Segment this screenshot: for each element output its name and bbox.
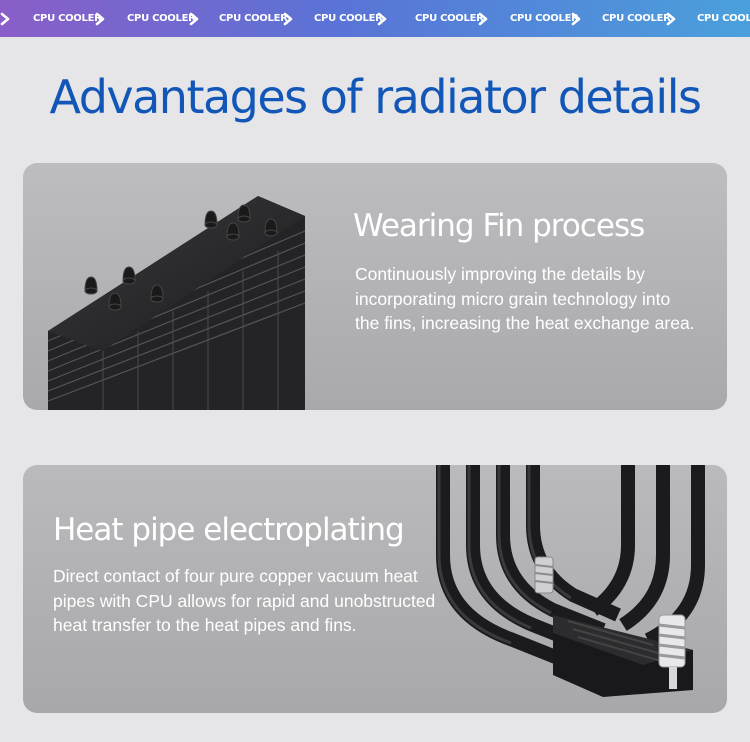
section-heading: Wearing Fin process <box>353 208 645 244</box>
spring-screw-icon <box>658 614 686 689</box>
chevron-right-icon <box>476 12 490 26</box>
feature-card-fin-process: Wearing Fin process Continuously improvi… <box>23 163 727 410</box>
banner-item: CPU COOLER <box>510 13 579 24</box>
banner-item: CPU COOLER <box>127 13 196 24</box>
chevron-right-icon <box>0 12 12 26</box>
banner-item: CPU COOLER <box>33 13 102 24</box>
section-description: Continuously improving the details by in… <box>355 264 695 333</box>
banner-item: CPU COOLER <box>697 13 750 24</box>
chevron-right-icon <box>93 12 107 26</box>
chevron-right-icon <box>375 12 389 26</box>
page-title: Advantages of radiator details <box>49 70 702 124</box>
section-heading: Heat pipe electroplating <box>53 512 405 548</box>
banner-item: CPU COOLER <box>314 13 383 24</box>
chevron-right-icon <box>569 12 583 26</box>
banner-item: CPU COOLER <box>415 13 484 24</box>
heat-pipes-base-image <box>436 465 705 697</box>
feature-card-heat-pipe: Heat pipe electroplating Direct contact … <box>23 465 727 713</box>
chevron-right-icon <box>281 12 295 26</box>
section-description: Direct contact of four pure copper vacuu… <box>53 566 436 635</box>
banner-item: CPU COOLER <box>602 13 671 24</box>
chevron-right-icon <box>664 12 678 26</box>
heatsink-fin-stack-image <box>47 196 306 410</box>
banner-item: CPU COOLER <box>219 13 288 24</box>
top-banner: CPU COOLER CPU COOLER CPU COOLER CPU COO… <box>0 0 750 37</box>
chevron-right-icon <box>187 12 201 26</box>
